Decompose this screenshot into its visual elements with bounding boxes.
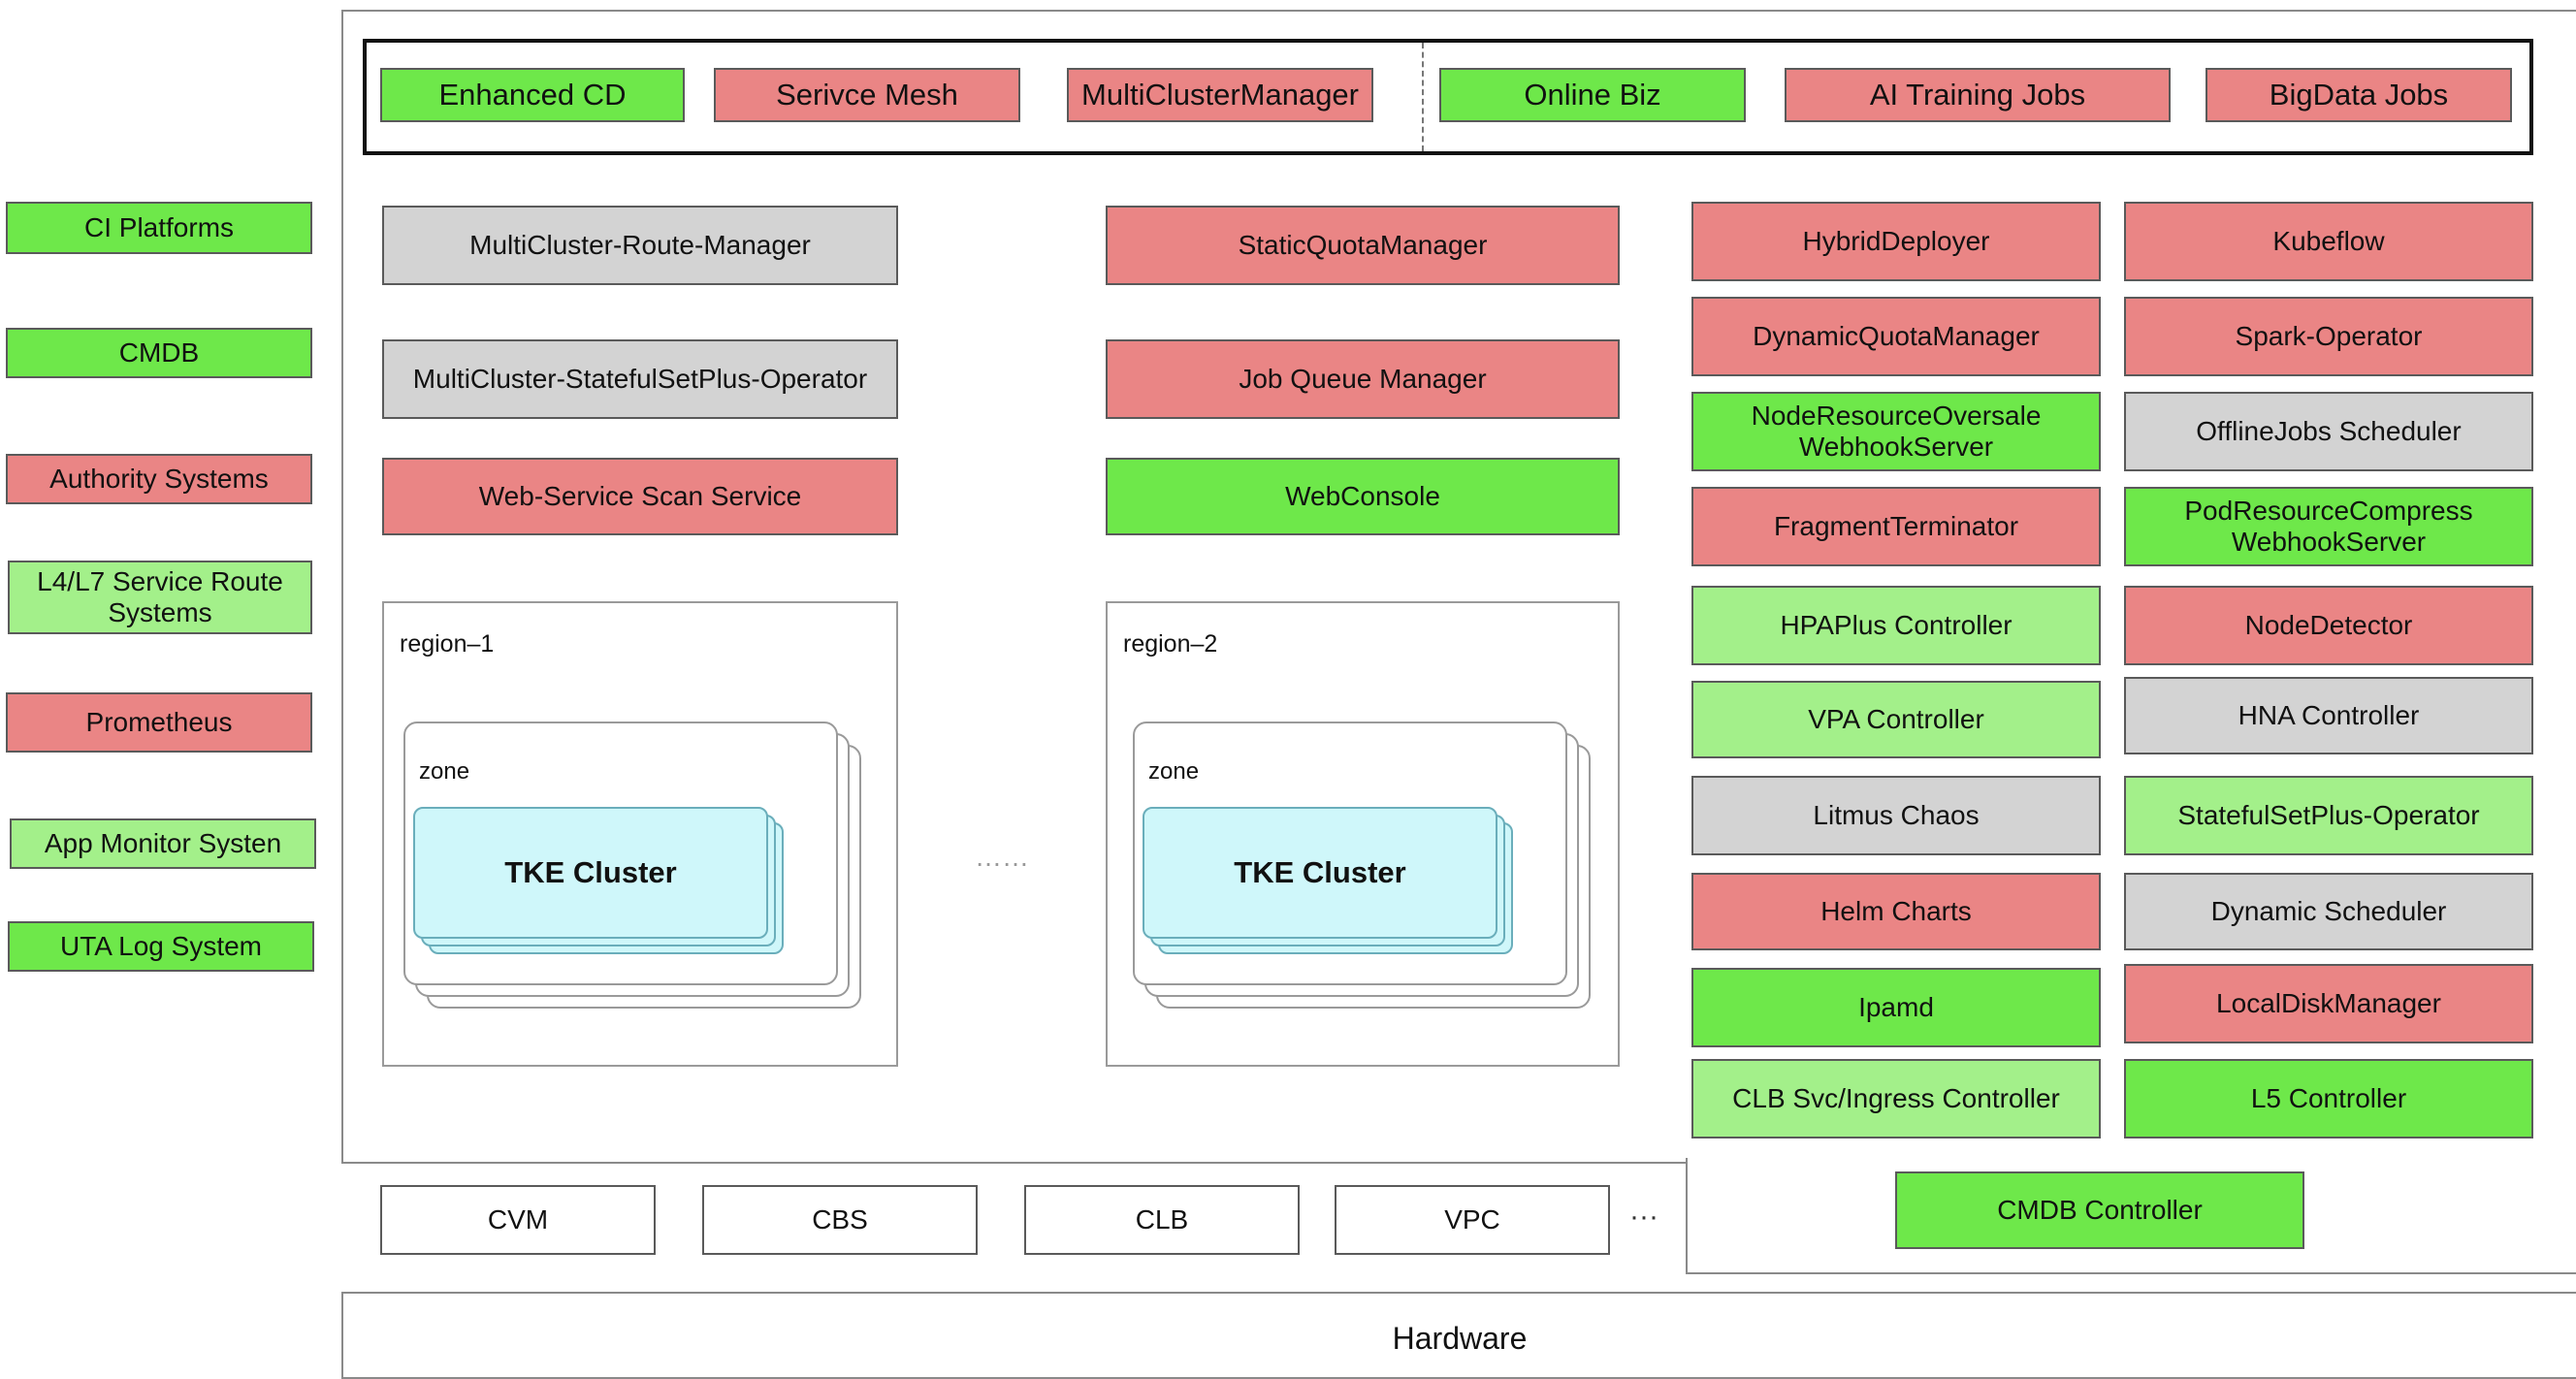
webconsole: WebConsole [1106, 458, 1620, 535]
iaas-cvm: CVM [380, 1185, 656, 1255]
helm-charts: Helm Charts [1691, 873, 2101, 950]
system-prometheus: Prometheus [6, 692, 312, 753]
iaas-frame-bottom-line [341, 1162, 1688, 1164]
system-uta-log: UTA Log System [8, 921, 314, 972]
node-resource-oversale-webhook: NodeResourceOversale WebhookServer [1691, 392, 2101, 471]
tke-cluster-2: TKE Cluster [1143, 807, 1497, 939]
region-1: region–1 zone TKE Cluster [382, 601, 898, 1067]
multicluster-route-manager: MultiCluster-Route-Manager [382, 206, 898, 285]
top-item-bigdata-jobs: BigData Jobs [2206, 68, 2512, 122]
system-l4l7-route: L4/L7 Service Route Systems [8, 561, 312, 634]
dynamic-quota-manager: DynamicQuotaManager [1691, 297, 2101, 376]
hpaplus-controller: HPAPlus Controller [1691, 586, 2101, 665]
iaas-clb: CLB [1024, 1185, 1300, 1255]
iaas-vpc: VPC [1335, 1185, 1610, 1255]
l5-controller: L5 Controller [2124, 1059, 2533, 1138]
system-cmdb: CMDB [6, 328, 312, 378]
zone-2-label: zone [1148, 758, 1200, 785]
hardware-layer: Hardware [341, 1292, 2576, 1379]
iaas-ellipsis: ··· [1629, 1201, 1658, 1233]
hardware-label: Hardware [1392, 1321, 1528, 1356]
region-2: region–2 zone TKE Cluster [1106, 601, 1620, 1067]
clb-svc-ingress-controller: CLB Svc/Ingress Controller [1691, 1059, 2101, 1138]
job-queue-manager: Job Queue Manager [1106, 339, 1620, 419]
platform-frame-notch-cover [1688, 1154, 2576, 1166]
ipamd: Ipamd [1691, 968, 2101, 1047]
hybrid-deployer: HybridDeployer [1691, 202, 2101, 281]
region-ellipsis: …… [975, 842, 1029, 872]
node-detector: NodeDetector [2124, 586, 2533, 665]
statefulsetplus-operator: StatefulSetPlus-Operator [2124, 776, 2533, 855]
pod-resource-compress-webhook: PodResourceCompress WebhookServer [2124, 487, 2533, 566]
dynamic-scheduler: Dynamic Scheduler [2124, 873, 2533, 950]
offlinejobs-scheduler: OfflineJobs Scheduler [2124, 392, 2533, 471]
web-service-scan-service: Web-Service Scan Service [382, 458, 898, 535]
spark-operator: Spark-Operator [2124, 297, 2533, 376]
hna-controller: HNA Controller [2124, 677, 2533, 754]
system-app-monitor: App Monitor Systen [10, 818, 316, 869]
top-item-ai-training-jobs: AI Training Jobs [1785, 68, 2171, 122]
cmdb-controller: CMDB Controller [1895, 1171, 2304, 1249]
top-item-service-mesh: Serivce Mesh [714, 68, 1020, 122]
fragment-terminator: FragmentTerminator [1691, 487, 2101, 566]
local-disk-manager: LocalDiskManager [2124, 964, 2533, 1043]
vpa-controller: VPA Controller [1691, 681, 2101, 758]
zone-1: zone TKE Cluster [403, 722, 838, 985]
litmus-chaos: Litmus Chaos [1691, 776, 2101, 855]
system-ci-platforms: CI Platforms [6, 202, 312, 254]
top-item-online-biz: Online Biz [1439, 68, 1746, 122]
system-authority: Authority Systems [6, 454, 312, 504]
iaas-cbs: CBS [702, 1185, 978, 1255]
region-2-label: region–2 [1123, 630, 1218, 657]
static-quota-manager: StaticQuotaManager [1106, 206, 1620, 285]
tke-cluster-1: TKE Cluster [413, 807, 768, 939]
region-1-label: region–1 [400, 630, 495, 657]
top-item-enhanced-cd: Enhanced CD [380, 68, 685, 122]
kubeflow: Kubeflow [2124, 202, 2533, 281]
top-bar-divider [1422, 43, 1424, 151]
zone-2: zone TKE Cluster [1133, 722, 1567, 985]
zone-1-label: zone [419, 758, 470, 785]
multicluster-statefulsetplus-operator: MultiCluster-StatefulSetPlus-Operator [382, 339, 898, 419]
top-item-multicluster-manager: MultiClusterManager [1067, 68, 1373, 122]
